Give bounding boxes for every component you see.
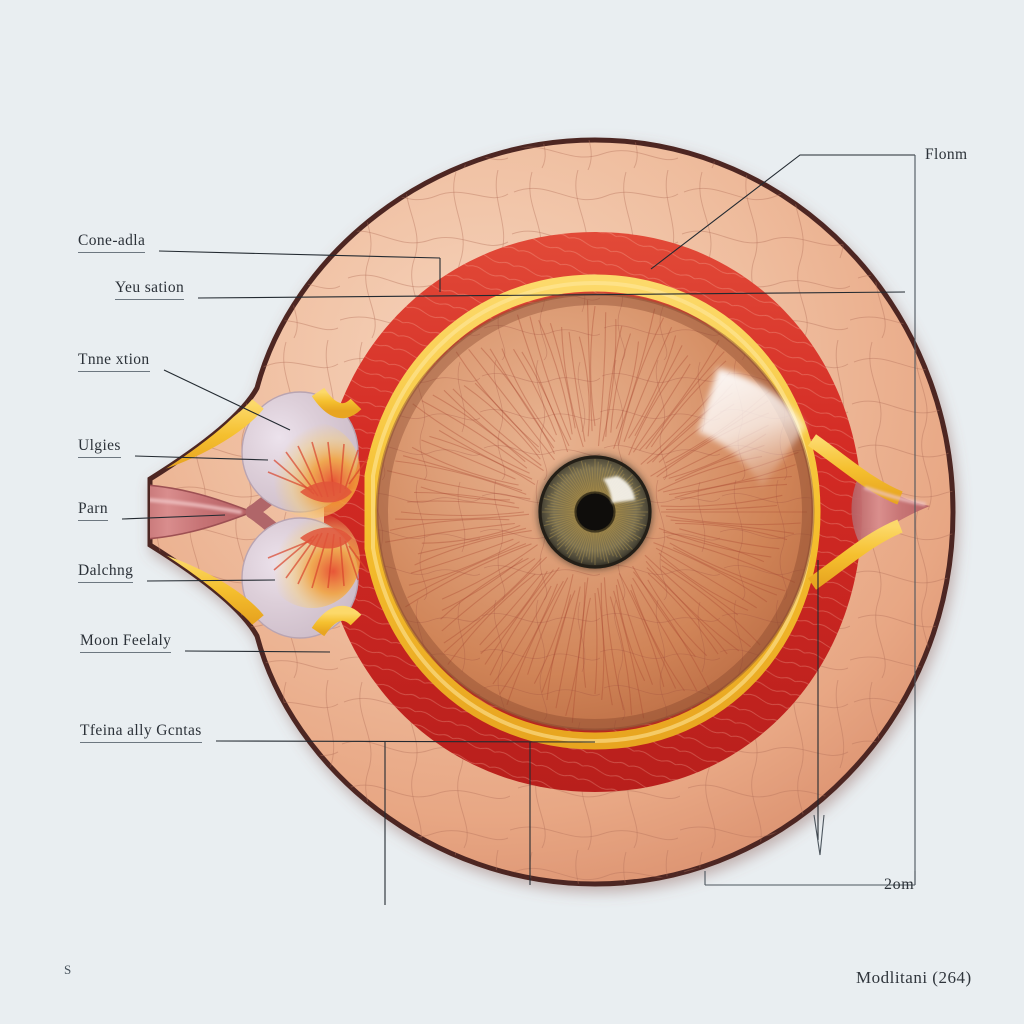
iris-fibres <box>542 459 648 565</box>
pupil <box>576 493 614 531</box>
callout-label-moon-feelaly[interactable]: Moon Feelaly <box>80 632 172 654</box>
callout-label-yeu-sation[interactable]: Yeu sation <box>115 279 185 301</box>
iris-catchlight <box>603 476 635 503</box>
callout-label-ulgies[interactable]: Ulgies <box>78 437 121 459</box>
right-notch-structure <box>807 434 930 590</box>
callout-label-tunne-xtion[interactable]: Tnne xtion <box>78 351 150 373</box>
callout-label-flonm[interactable]: Flonm <box>925 146 968 163</box>
iris-group <box>537 454 653 570</box>
callout-label-tfeina-gcntas[interactable]: Tfeina ally Gcntas <box>80 722 202 744</box>
specular-highlight <box>698 368 806 487</box>
scale-bar-caption: 2om <box>884 876 915 893</box>
retina-highlight-line <box>371 280 815 744</box>
callout-label-dalchng[interactable]: Dalchng <box>78 562 134 584</box>
callout-label-cornea[interactable]: Cone-adla <box>78 232 146 254</box>
callout-label-parn[interactable]: Parn <box>78 500 109 522</box>
figure-caption: Modlitani (264) <box>856 968 972 987</box>
ciliary-body-lower <box>241 512 369 639</box>
limbus-ring <box>538 455 652 569</box>
corner-page-mark: S <box>64 962 72 977</box>
